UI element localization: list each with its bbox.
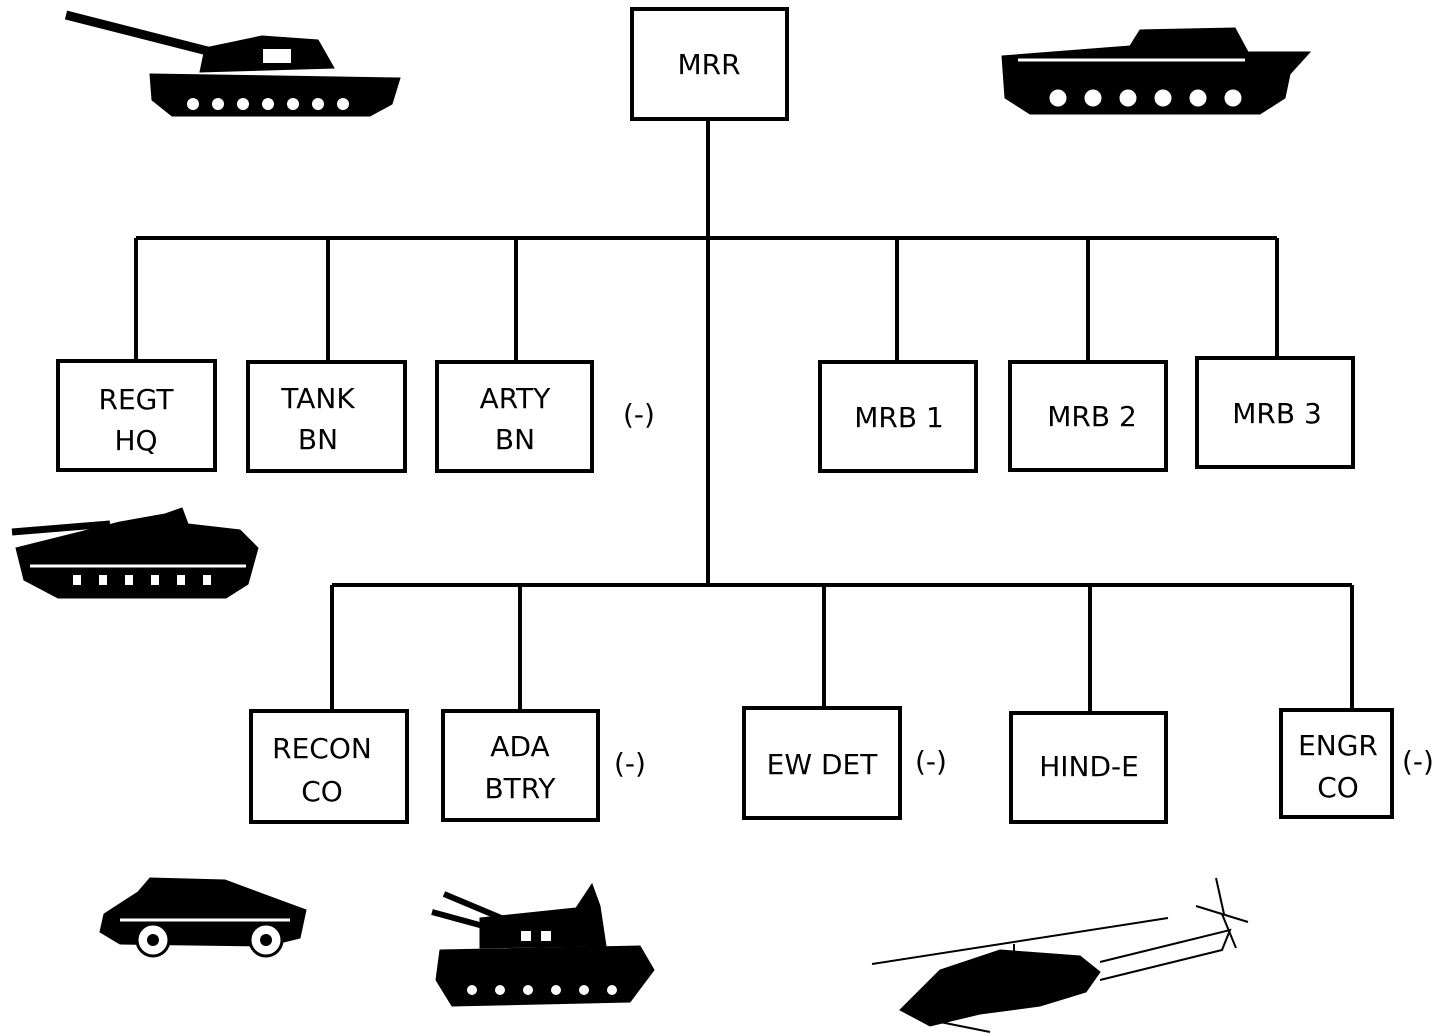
node-label: MRB 3	[1232, 397, 1322, 430]
node-arty-bn: ARTY BN (-)	[435, 360, 655, 473]
node-label: MRB 1	[854, 401, 944, 434]
node-regt-hq: REGT HQ	[56, 359, 217, 472]
node-label-line-1: REGT	[99, 383, 175, 416]
tank-icon	[64, 10, 401, 117]
connector-lines	[134, 119, 1354, 713]
self-propelled-gun-icon	[11, 507, 259, 599]
strength-modifier: (-)	[623, 398, 655, 431]
node-label-line-1: ADA	[490, 730, 549, 763]
node-ew-det: EW DET (-)	[742, 706, 947, 820]
node-tank-bn: TANK BN	[246, 360, 407, 473]
ifv-icon	[1001, 27, 1312, 115]
node-ada-btry: ADA BTRY (-)	[441, 709, 646, 822]
aa-gun-vehicle-icon	[431, 882, 655, 1007]
node-label-line-2: BN	[495, 423, 535, 456]
node-label-line-2: HQ	[114, 424, 157, 457]
node-recon-co: RECON CO	[249, 709, 409, 824]
node-label-line-1: ENGR	[1298, 729, 1378, 762]
node-label-line-1: TANK	[280, 382, 355, 415]
node-label: EW DET	[767, 748, 879, 781]
node-label: HIND-E	[1039, 750, 1139, 783]
node-label-line-2: CO	[301, 775, 343, 808]
strength-modifier: (-)	[1402, 745, 1434, 778]
node-mrb-1: MRB 1	[818, 360, 978, 473]
node-label-line-2: BTRY	[484, 772, 556, 805]
node-label: MRR	[677, 48, 740, 81]
node-engr-co: ENGR CO (-)	[1279, 708, 1434, 819]
node-label-line-1: RECON	[272, 732, 372, 765]
node-label-line-1: ARTY	[480, 382, 552, 415]
node-mrb-2: MRB 2	[1008, 360, 1168, 472]
node-label-line-2: CO	[1317, 771, 1359, 804]
strength-modifier: (-)	[614, 747, 646, 780]
node-hind-e: HIND-E	[1009, 711, 1168, 824]
strength-modifier: (-)	[915, 745, 947, 778]
node-mrr: MRR	[630, 7, 789, 121]
node-label: MRB 2	[1047, 400, 1137, 433]
node-label-line-2: BN	[298, 423, 338, 456]
attack-helicopter-icon	[871, 877, 1249, 1033]
node-mrb-3: MRB 3	[1195, 356, 1355, 469]
armored-scout-car-icon	[99, 877, 307, 958]
